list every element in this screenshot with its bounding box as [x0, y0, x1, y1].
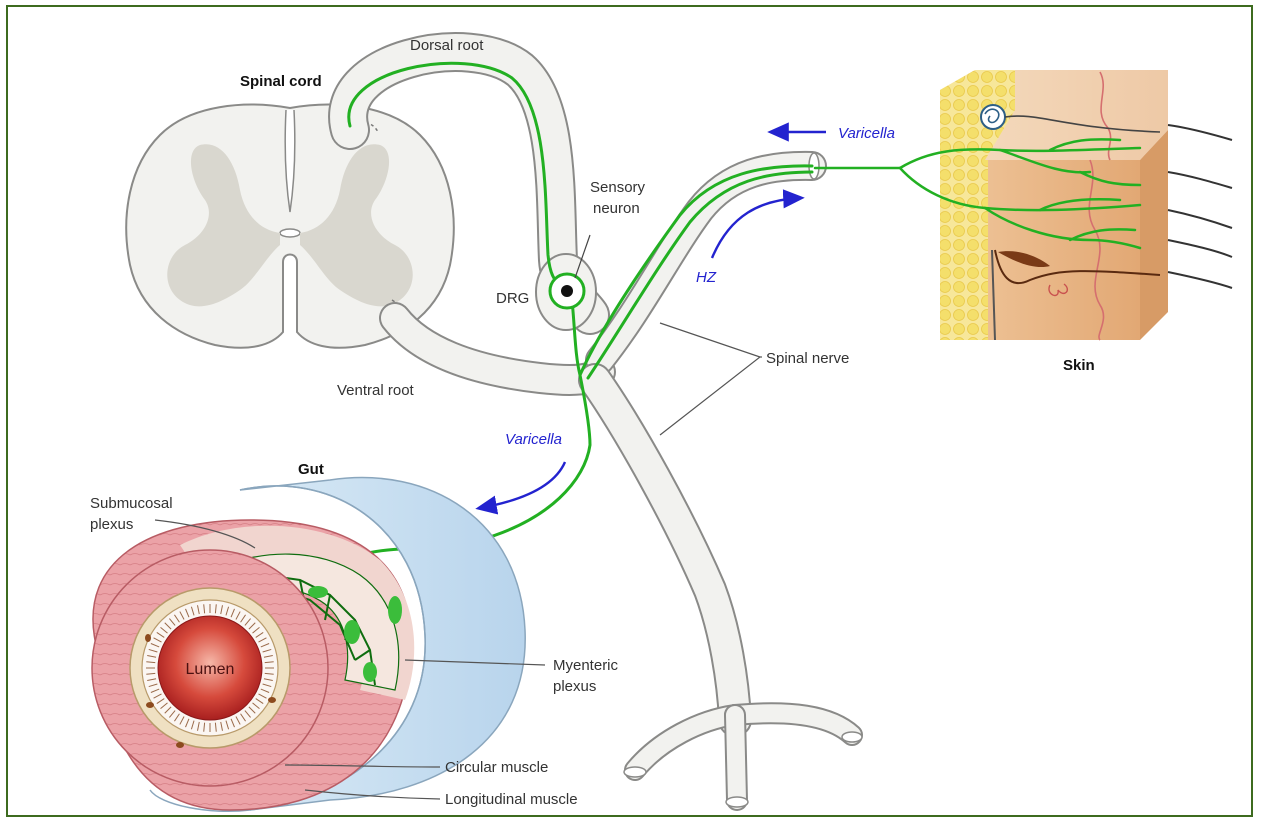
arrow-hz	[712, 198, 800, 258]
label-spinal-nerve: Spinal nerve	[766, 350, 849, 367]
label-circular-muscle: Circular muscle	[445, 759, 548, 776]
label-varicella-top: Varicella	[838, 125, 895, 142]
drg-cell-body	[550, 274, 584, 308]
label-spinal-cord: Spinal cord	[240, 73, 322, 90]
label-sensory-line2: neuron	[593, 200, 640, 217]
arrow-varicella-gut	[480, 462, 565, 508]
label-lumen: Lumen	[186, 661, 235, 678]
label-longitudinal-muscle: Longitudinal muscle	[445, 791, 578, 808]
label-sensory-line1: Sensory	[590, 179, 646, 196]
label-submucosal-line1: Submucosal	[90, 495, 173, 512]
label-skin: Skin	[1063, 357, 1095, 374]
skin-block	[940, 70, 1232, 340]
label-hz: HZ	[696, 269, 717, 286]
label-drg: DRG	[496, 290, 529, 307]
label-submucosal-line2: plexus	[90, 516, 133, 533]
label-dorsal-root: Dorsal root	[410, 37, 484, 54]
label-myenteric-line1: Myenteric	[553, 657, 619, 674]
label-ventral-root: Ventral root	[337, 382, 415, 399]
label-gut: Gut	[298, 461, 324, 478]
label-varicella-bottom: Varicella	[505, 431, 562, 448]
label-myenteric-line2: plexus	[553, 678, 596, 695]
